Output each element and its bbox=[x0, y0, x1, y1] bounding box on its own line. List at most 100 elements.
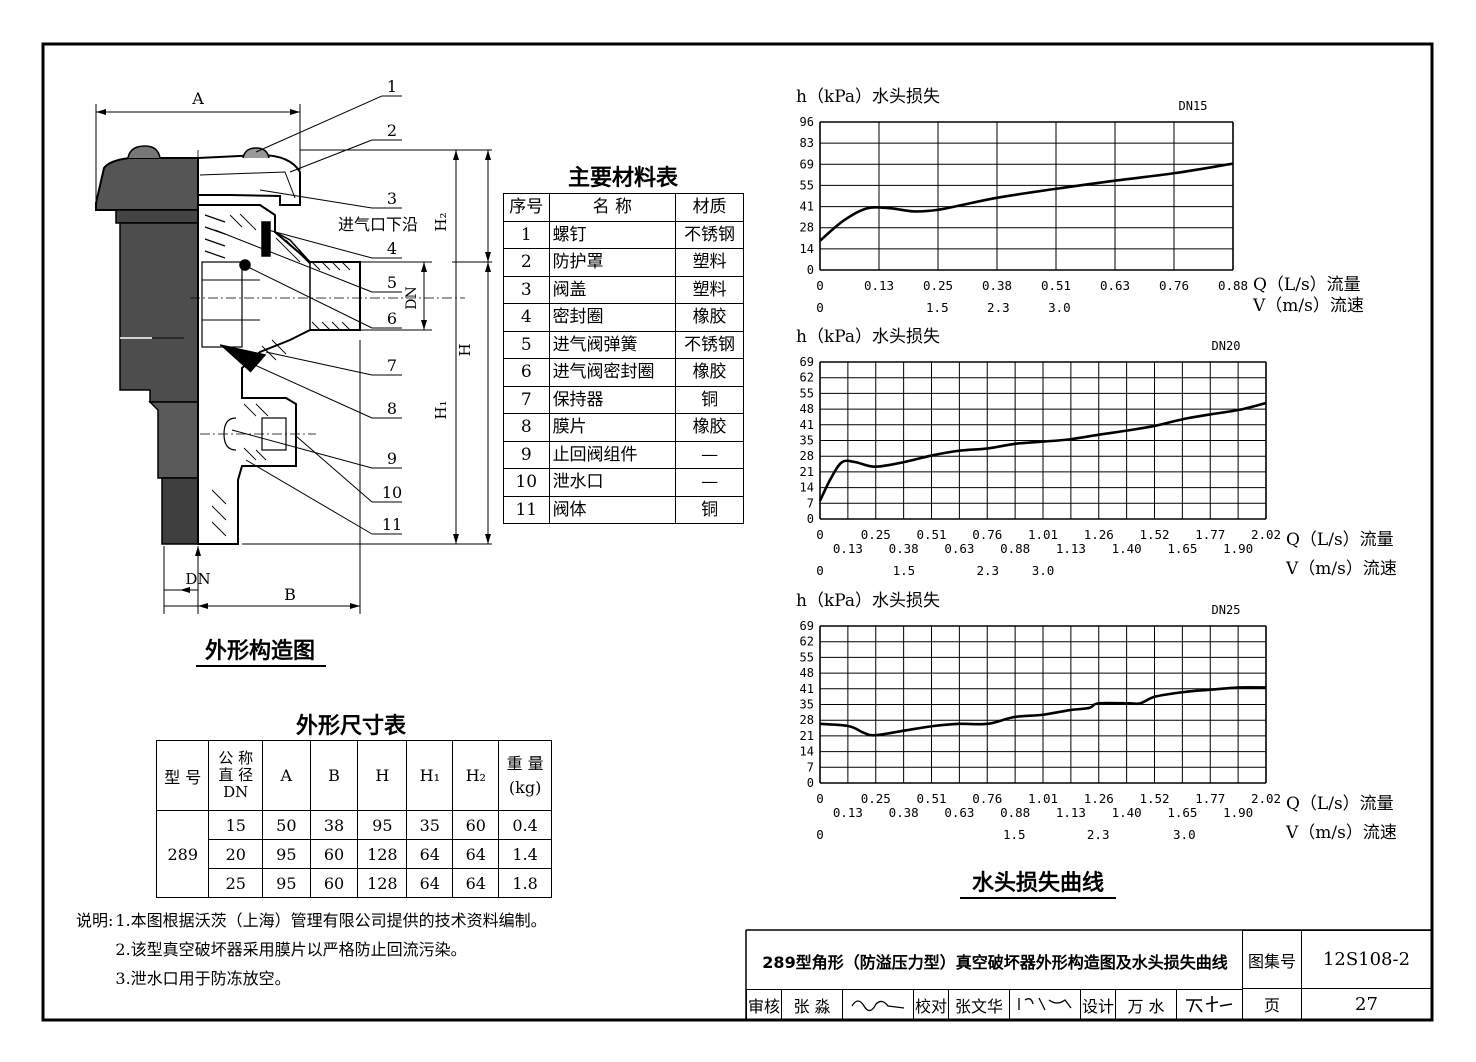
chart-series-title: DN20 bbox=[1212, 339, 1241, 353]
title-block-right: 图集号 12S108-2 页 27 bbox=[1242, 930, 1432, 1020]
note-item-3: 3.泄水口用于防冻放空。 bbox=[115, 969, 291, 988]
dims-cell-weight: 1.8 bbox=[498, 868, 552, 898]
parts-cell-no: 6 bbox=[503, 358, 550, 387]
x-tick-label: 0.25 bbox=[861, 791, 891, 806]
construction-drawing bbox=[95, 95, 492, 614]
parts-cell-no: 9 bbox=[503, 440, 550, 469]
x-tick-label: 1.13 bbox=[1056, 541, 1086, 556]
parts-cell-no: 2 bbox=[503, 248, 550, 277]
parts-cell-material: 不锈钢 bbox=[675, 330, 744, 359]
parts-table-title: 主要材料表 bbox=[567, 166, 678, 191]
x2-axis-label: V（m/s）流速 bbox=[1285, 559, 1397, 579]
y-tick-label: 7 bbox=[807, 496, 814, 510]
note-item-1: 1.本图根据沃茨（上海）管理有限公司提供的技术资料编制。 bbox=[115, 911, 547, 930]
callout-11: 11 bbox=[382, 515, 402, 534]
parts-cell-name: 阀体 bbox=[548, 495, 677, 524]
x-tick-label: 0.13 bbox=[864, 278, 894, 293]
y-tick-label: 69 bbox=[800, 355, 814, 369]
parts-cell-no: 5 bbox=[503, 330, 550, 359]
dims-cell-weight: 1.4 bbox=[498, 839, 552, 869]
callout-7: 7 bbox=[387, 356, 397, 375]
chart-dn20: 0714212835414855626900.130.250.380.510.6… bbox=[796, 327, 1397, 579]
center-lines bbox=[190, 150, 465, 560]
dims-header-H1: H₁ bbox=[406, 740, 454, 811]
callout-10: 10 bbox=[382, 483, 402, 502]
y-tick-label: 69 bbox=[800, 157, 814, 171]
y-tick-label: 35 bbox=[800, 698, 814, 712]
cap-rim bbox=[115, 209, 199, 224]
parts-header-material: 材质 bbox=[675, 193, 744, 222]
dims-cell-B: 60 bbox=[309, 839, 359, 869]
parts-cell-no: 7 bbox=[503, 385, 550, 414]
y-tick-label: 41 bbox=[800, 682, 814, 696]
callout-6: 6 bbox=[387, 309, 397, 328]
parts-header-name: 名 称 bbox=[548, 193, 677, 222]
x-tick-label: 0.25 bbox=[923, 278, 953, 293]
x-axis-label: Q（L/s）流量 bbox=[1253, 275, 1361, 295]
reviewer-signature bbox=[842, 989, 914, 1020]
x-tick-label: 0.51 bbox=[916, 527, 946, 542]
x-tick-label: 0.51 bbox=[916, 791, 946, 806]
note-item-2: 2.该型真空破坏器采用膜片以严格防止回流污染。 bbox=[115, 940, 467, 959]
v-tick-label: 1.5 bbox=[893, 563, 916, 578]
dims-header-dn: 公 称直 径DN bbox=[208, 740, 263, 811]
v-tick-label: 1.5 bbox=[926, 300, 949, 315]
chart-dn25: 0714212835414855626900.130.250.380.510.6… bbox=[796, 591, 1397, 843]
x-tick-label: 0.63 bbox=[944, 541, 974, 556]
x2-axis-label: V（m/s）流速 bbox=[1252, 296, 1364, 316]
y-tick-label: 14 bbox=[800, 745, 814, 759]
chart-series-title: DN15 bbox=[1179, 99, 1208, 113]
dims-header-weight: 重 量(kg) bbox=[498, 740, 552, 811]
dim-H1-label: H₁ bbox=[432, 400, 450, 419]
dims-cell-H2: 64 bbox=[452, 868, 500, 898]
dims-cell-H: 95 bbox=[357, 810, 408, 840]
x-tick-label: 1.90 bbox=[1223, 805, 1253, 820]
y-tick-label: 14 bbox=[800, 481, 814, 495]
y-tick-label: 41 bbox=[800, 418, 814, 432]
y-tick-label: 96 bbox=[800, 115, 814, 129]
v-tick-label: 2.3 bbox=[987, 300, 1010, 315]
x-tick-label: 0.76 bbox=[972, 791, 1002, 806]
x-tick-label: 1.65 bbox=[1167, 541, 1197, 556]
parts-cell-no: 3 bbox=[503, 275, 550, 304]
title-block-title: 289型角形（防溢压力型）真空破坏器外形构造图及水头损失曲线 bbox=[762, 953, 1228, 972]
notes-label: 说明: bbox=[76, 911, 114, 930]
inlet-seal bbox=[239, 259, 251, 271]
head-loss-curve bbox=[819, 162, 1234, 242]
parts-cell-material: 橡胶 bbox=[675, 303, 744, 332]
curves-title: 水头损失曲线 bbox=[972, 870, 1104, 896]
signature-row: 审核 张 淼 校对 张文华 设计 万 水 bbox=[746, 989, 1243, 1020]
y-tick-label: 55 bbox=[800, 386, 814, 400]
y-tick-label: 0 bbox=[807, 263, 814, 277]
y-tick-label: 14 bbox=[800, 242, 814, 256]
y-tick-label: 41 bbox=[800, 200, 814, 214]
checker-signature bbox=[1009, 989, 1081, 1020]
dims-header-H: H bbox=[357, 740, 408, 811]
x-tick-label: 0.88 bbox=[1000, 541, 1030, 556]
y-tick-label: 0 bbox=[807, 512, 814, 526]
x-tick-label: 0.76 bbox=[972, 527, 1002, 542]
dims-cell-B: 60 bbox=[309, 868, 359, 898]
check-label: 校对 bbox=[913, 989, 949, 1020]
y-tick-label: 7 bbox=[807, 760, 814, 774]
reviewer-name: 张 淼 bbox=[781, 989, 843, 1020]
diaphragm bbox=[219, 344, 267, 373]
parts-cell-name: 保持器 bbox=[548, 385, 677, 414]
dims-header-model: 型 号 bbox=[155, 740, 210, 811]
parts-cell-material: 塑料 bbox=[675, 275, 744, 304]
valve-insert bbox=[201, 261, 243, 348]
notes-list: 1.本图根据沃茨（上海）管理有限公司提供的技术资料编制。 2.该型真空破坏器采用… bbox=[115, 906, 546, 993]
dims-table-title: 外形尺寸表 bbox=[295, 714, 406, 739]
y-tick-label: 28 bbox=[800, 449, 814, 463]
